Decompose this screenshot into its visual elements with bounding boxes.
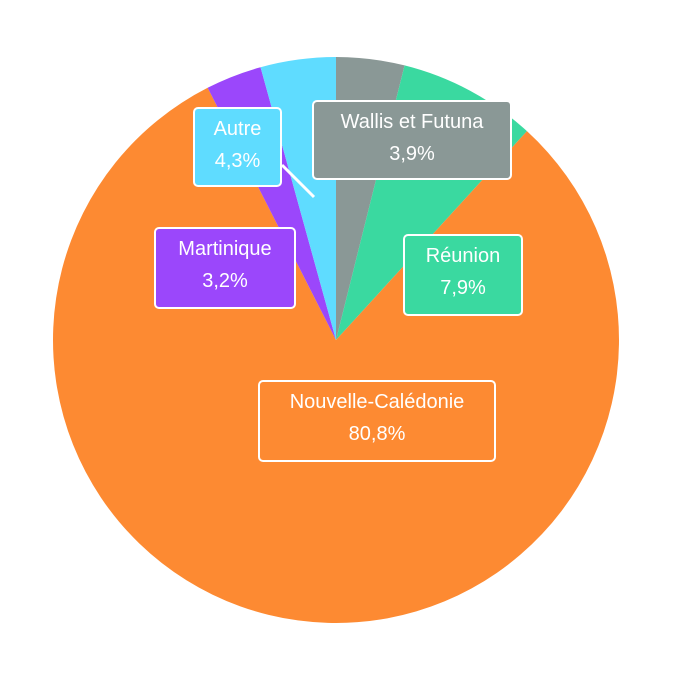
label-value: 3,2% — [202, 270, 248, 292]
label-wallis-et-futuna: Wallis et Futuna 3,9% — [312, 100, 512, 180]
label-value: 3,9% — [389, 143, 435, 165]
label-nouvelle-caledonie: Nouvelle-Calédonie 80,8% — [258, 380, 496, 462]
label-name: Martinique — [178, 238, 272, 260]
label-value: 7,9% — [440, 277, 486, 299]
label-name: Wallis et Futuna — [340, 111, 484, 133]
label-value: 4,3% — [214, 150, 261, 172]
label-martinique: Martinique 3,2% — [154, 227, 296, 309]
label-autre: Autre 4,3% — [193, 107, 282, 187]
label-value: 80,8% — [348, 423, 406, 445]
label-name: Autre — [213, 118, 262, 140]
pie-slice-nouvelle-cal-donie — [53, 87, 620, 624]
leader-line-autre — [280, 163, 316, 199]
label-reunion: Réunion 7,9% — [403, 234, 523, 316]
label-name: Nouvelle-Calédonie — [289, 391, 465, 413]
label-name: Réunion — [425, 245, 501, 267]
